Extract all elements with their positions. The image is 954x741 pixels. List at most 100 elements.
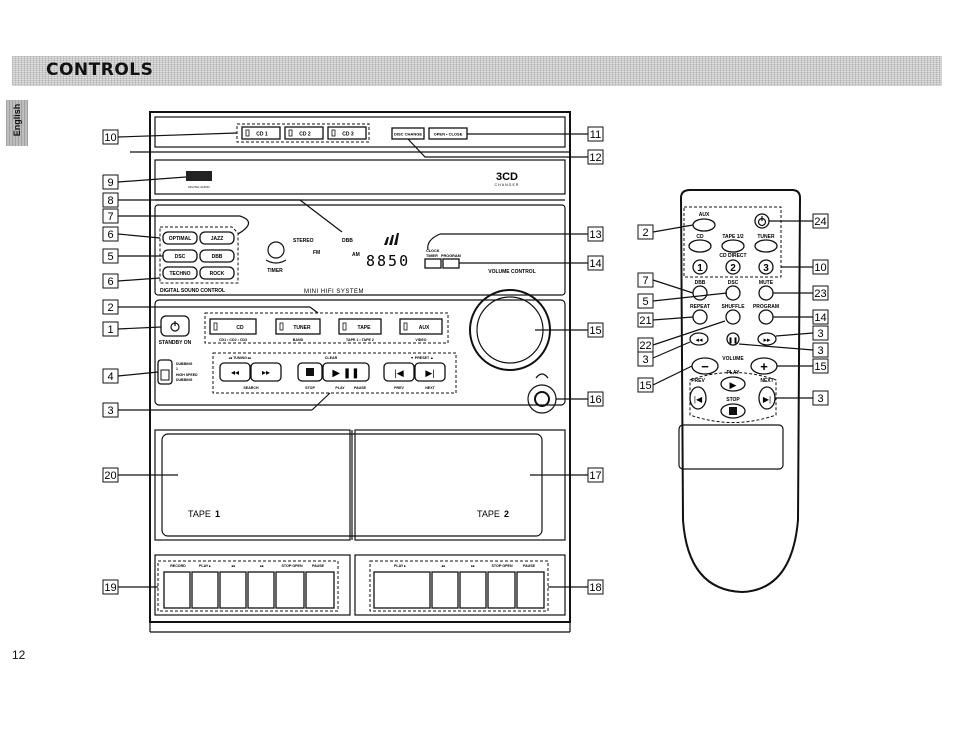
remote-callout-15-right: 15 [812,358,829,374]
deck1-play-label: PLAY ▸ [199,564,212,568]
callout-3: 3 [102,402,119,418]
rock-button[interactable]: ROCK [199,266,235,280]
deck2-pause-key[interactable] [516,571,545,609]
header-bar [12,56,942,86]
aux-source-button[interactable]: AUX [399,318,443,335]
remote-volume-down-button[interactable]: − [691,357,719,375]
right-callouts: 11 12 13 14 15 16 17 18 [407,126,604,595]
deck1-stop-key[interactable] [275,571,305,609]
svg-text:5: 5 [642,296,648,308]
remote-callout-22: 22 [637,337,654,353]
prev-icon: |◀ [394,368,403,378]
remote-pause-button[interactable]: ❚❚ [726,332,740,346]
minus-icon: − [701,359,709,374]
remote-tuner-button[interactable] [754,239,778,253]
remote-digit-1-button[interactable]: 1 [692,259,708,275]
remote-shuffle-label: SHUFFLE [721,304,745,310]
svg-text:2: 2 [730,263,736,274]
remote-stop-button[interactable] [720,403,746,419]
deck2-ff-key[interactable] [459,571,487,609]
open-close-button[interactable]: OPEN • CLOSE [428,127,468,140]
dbb-button[interactable]: DBB [199,249,235,263]
tape-source-button[interactable]: TAPE [338,318,382,335]
deck1-pause-key[interactable] [305,571,335,609]
record-key[interactable] [163,571,191,609]
cd1-label: CD 1 [256,132,268,138]
stop-icon [306,368,314,376]
svg-text:10: 10 [814,262,826,274]
clock-timer-button[interactable] [424,258,442,269]
remote-prev-icon: |◀ [694,395,703,404]
cd1-button[interactable]: CD 1 [241,126,281,140]
remote-callout-3-a: 3 [812,325,829,341]
signal-strength-icon [384,233,399,245]
changer-logo: 3CD [496,171,518,183]
disc-change-button[interactable]: DISC CHANGE [391,127,425,140]
techno-button[interactable]: TECHNO [162,266,198,280]
remote-repeat-button[interactable] [692,309,708,325]
search-label: SEARCH [243,386,259,390]
tuner-source-button[interactable]: TUNER [275,318,321,335]
rewind-icon: ◂◂ [231,368,239,377]
next-button[interactable]: ▶| [414,362,446,382]
callout-6-b: 6 [102,273,119,289]
remote-next-button[interactable]: ▶| [758,386,776,410]
language-tab [6,100,28,146]
remote-tape-button[interactable] [721,239,745,253]
remote-digit-3-button[interactable]: 3 [758,259,774,275]
remote-standby-button[interactable] [754,213,770,229]
svg-text:1: 1 [107,324,113,336]
svg-text:15: 15 [639,380,651,392]
program-button[interactable] [442,258,460,269]
svg-text:3: 3 [817,328,823,340]
deck2-stop-key[interactable] [487,571,516,609]
remote-play-button[interactable]: ▶ [720,376,746,392]
remote-program-button[interactable] [758,309,774,325]
optimal-button[interactable]: OPTIMAL [162,231,198,245]
dsc-button[interactable]: DSC [162,249,198,263]
clock-timer-program: CLOCK TIMER PROGRAM [424,249,461,269]
cd2-button[interactable]: CD 2 [284,126,324,140]
tuner-source-label: TUNER [293,325,311,331]
svg-text:14: 14 [814,312,826,324]
deck1-rewind-key[interactable] [219,571,247,609]
tuning-label: ◂◂ TUNING ▸▸ [228,356,253,360]
deck1-play-key[interactable] [191,571,219,609]
cd-source-button[interactable]: CD [209,318,257,335]
deck1-ff-key[interactable] [247,571,275,609]
remote-ff-button[interactable]: ▸▸ [757,332,777,346]
svg-text:15: 15 [814,361,826,373]
deck2-rewind-key[interactable] [431,571,459,609]
remote-dsc-button[interactable] [725,285,741,301]
svg-text:6: 6 [107,276,113,288]
svg-text:4: 4 [107,371,113,383]
search-back-button[interactable]: ◂◂ [219,362,251,382]
play-pause-button[interactable]: ▶ ❚❚ [322,362,370,382]
remote-dbb-button[interactable] [692,285,708,301]
next-label: NEXT [425,386,435,390]
svg-text:24: 24 [814,216,826,228]
svg-text:5: 5 [107,251,113,263]
stop-button[interactable] [297,362,323,382]
tape2-label: TAPE [477,509,500,519]
tape-source-label: TAPE [358,325,372,331]
remote-prev-button[interactable]: |◀ [689,386,707,410]
svg-text:16: 16 [589,394,601,406]
remote-mute-button[interactable] [758,285,774,301]
remote-callout-15-left: 15 [637,377,654,393]
search-forward-button[interactable]: ▸▸ [250,362,282,382]
remote-rewind-button[interactable]: ◂◂ [689,332,709,346]
headphone-jack[interactable] [527,384,557,414]
remote-shuffle-button[interactable] [725,309,741,325]
deck2-play-key[interactable] [373,571,431,609]
tape-sub-label: TAPE 1 • TAPE 2 [346,338,374,342]
cd3-button[interactable]: CD 3 [327,126,367,140]
standby-button[interactable] [160,315,190,337]
remote-digit-2-button[interactable]: 2 [725,259,741,275]
remote-volume-up-button[interactable]: + [750,357,778,375]
remote-cd-button[interactable] [688,239,712,253]
remote-aux-button[interactable] [692,218,716,232]
dubbing-switch[interactable] [157,359,173,385]
prev-button[interactable]: |◀ [383,362,415,382]
jazz-button[interactable]: JAZZ [199,231,235,245]
